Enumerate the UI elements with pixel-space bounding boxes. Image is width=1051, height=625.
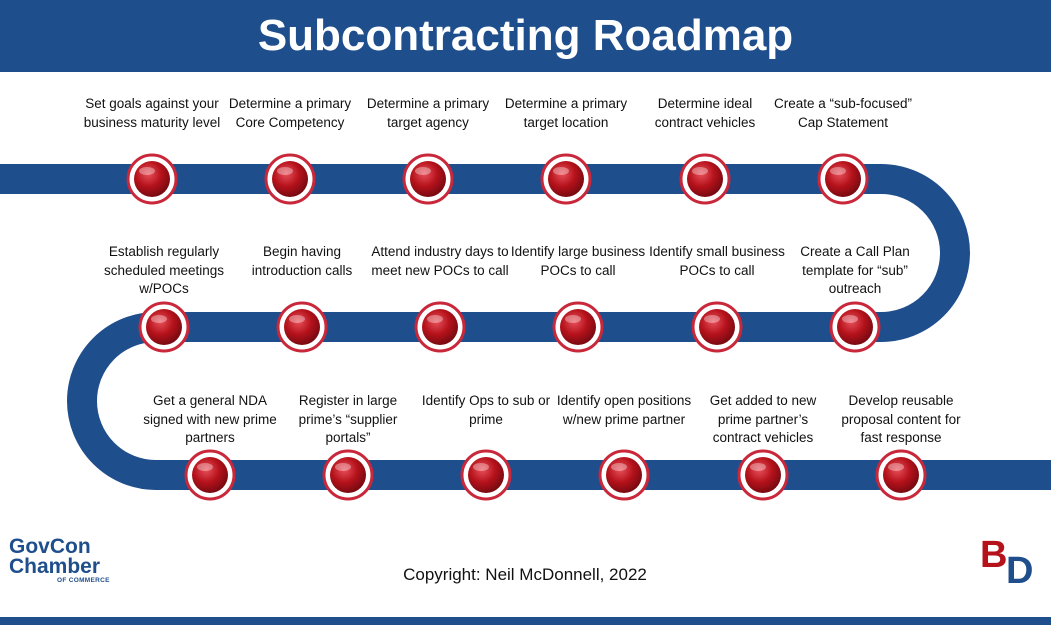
logo-line-1: GovCon [9, 535, 91, 558]
roadmap-stop-dot [883, 457, 919, 493]
step-label: Create a Call Plan template for “sub” ou… [800, 244, 910, 296]
roadmap-stop [126, 153, 178, 205]
roadmap-stop [540, 153, 592, 205]
roadmap-stop-shine [151, 315, 167, 323]
roadmap-stop-dot [560, 309, 596, 345]
bd-logo-d: D [1006, 550, 1033, 589]
roadmap-stop [598, 449, 650, 501]
bd-logo-b: B [980, 534, 1007, 576]
govcon-chamber-logo: GovCon Chamber OF COMMERCE [9, 535, 129, 585]
copyright-text: Copyright: Neil McDonnell, 2022 [403, 565, 647, 584]
roadmap-stop [322, 449, 374, 501]
roadmap-stop [264, 153, 316, 205]
roadmap-stop [875, 449, 927, 501]
roadmap-stop-shine [750, 463, 766, 471]
roadmap-stop [737, 449, 789, 501]
roadmap-stop [414, 301, 466, 353]
step-label: Determine ideal contract vehicles [654, 96, 756, 130]
roadmap-stop [829, 301, 881, 353]
roadmap-stop-dot [146, 309, 182, 345]
roadmap-stop-dot [745, 457, 781, 493]
roadmap-stop [817, 153, 869, 205]
step-label: Begin having introduction calls [251, 244, 353, 278]
logo-line-2: Chamber [9, 555, 101, 578]
bottom-bar [0, 617, 1051, 625]
step-label: Establish regularly scheduled meetings w… [103, 244, 225, 296]
roadmap-stop-shine [888, 463, 904, 471]
step-label: Determine a primary Core Competency [228, 96, 352, 130]
roadmap-stop [276, 301, 328, 353]
roadmap-stop-dot [410, 161, 446, 197]
step-label: Attend industry days to meet new POCs to… [371, 244, 509, 278]
roadmap-stop-shine [197, 463, 213, 471]
roadmap-stop-dot [687, 161, 723, 197]
roadmap-stop-dot [422, 309, 458, 345]
roadmap-stop-shine [415, 167, 431, 175]
roadmap-stop-shine [277, 167, 293, 175]
step-label: Identify small business POCs to call [649, 244, 785, 278]
roadmap-stop-shine [704, 315, 720, 323]
step-label: Set goals against your business maturity… [83, 96, 221, 130]
roadmap-stop-dot [825, 161, 861, 197]
roadmap-stop-shine [565, 315, 581, 323]
roadmap-stop-dot [330, 457, 366, 493]
roadmap-stop-shine [692, 167, 708, 175]
roadmap-stop-shine [473, 463, 489, 471]
roadmap-stop [402, 153, 454, 205]
roadmap-stop-shine [830, 167, 846, 175]
step-label: Register in large prime’s “supplier port… [298, 393, 398, 445]
logo-line-3: OF COMMERCE [57, 577, 110, 584]
roadmap-stop-dot [837, 309, 873, 345]
step-label: Create a “sub-focused” Cap Statement [773, 96, 913, 130]
roadmap-stop-dot [192, 457, 228, 493]
page-title: Subcontracting Roadmap [0, 0, 1051, 72]
roadmap-stop [138, 301, 190, 353]
bd-logo: B D [980, 534, 1033, 589]
road-path [0, 164, 1051, 490]
roadmap-stop [679, 153, 731, 205]
roadmap-stop [552, 301, 604, 353]
step-label: Identify Ops to sub or prime [421, 393, 551, 427]
roadmap-stop [691, 301, 743, 353]
roadmap-stop-shine [139, 167, 155, 175]
roadmap-stop-dot [134, 161, 170, 197]
roadmap-stop-dot [468, 457, 504, 493]
roadmap-stop [184, 449, 236, 501]
step-label: Get added to new prime partner’s contrac… [709, 393, 817, 445]
stops-layer [126, 153, 927, 501]
roadmap-stop-dot [606, 457, 642, 493]
step-label: Identify open positions w/new prime part… [556, 393, 692, 427]
roadmap-stop-dot [548, 161, 584, 197]
step-label: Identify large business POCs to call [510, 244, 646, 278]
roadmap-stop-shine [427, 315, 443, 323]
roadmap-stop-dot [284, 309, 320, 345]
roadmap-stop-shine [335, 463, 351, 471]
roadmap-stop-shine [553, 167, 569, 175]
step-label: Determine a primary target agency [366, 96, 490, 130]
step-label: Get a general NDA signed with new prime … [143, 393, 277, 445]
roadmap-stop-shine [842, 315, 858, 323]
roadmap-stop-dot [272, 161, 308, 197]
step-label: Determine a primary target location [504, 96, 628, 130]
roadmap-stop-shine [289, 315, 305, 323]
step-label: Develop reusable proposal content for fa… [841, 393, 961, 445]
roadmap-stop-dot [699, 309, 735, 345]
roadmap-stop [460, 449, 512, 501]
roadmap-stop-shine [611, 463, 627, 471]
